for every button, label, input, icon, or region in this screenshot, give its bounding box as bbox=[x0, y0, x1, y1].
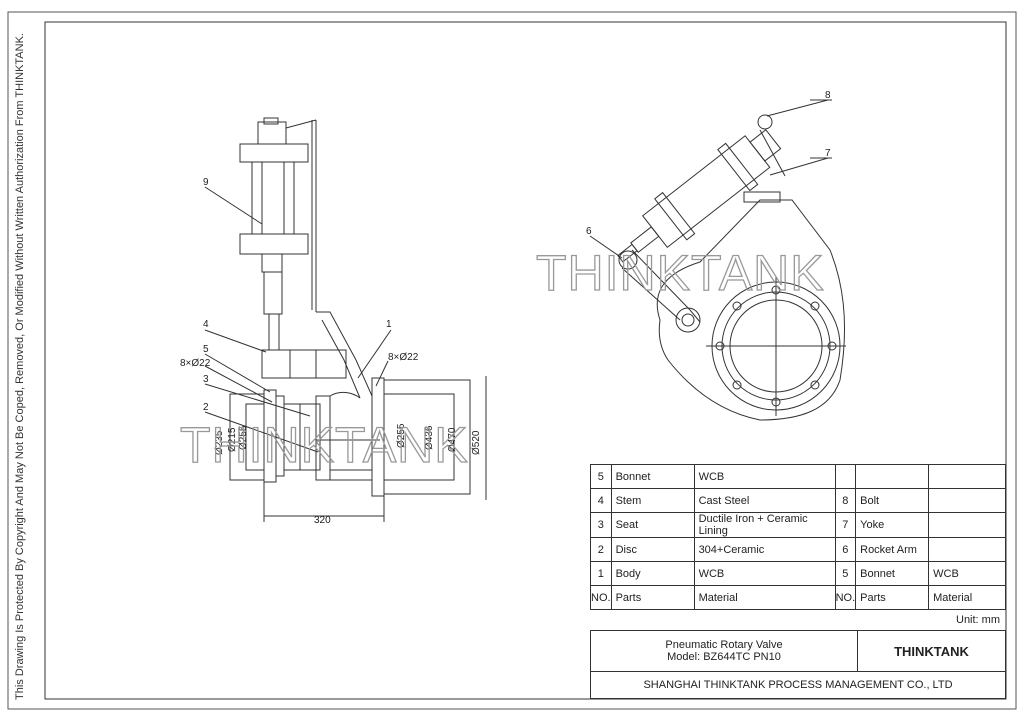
callout-2: 2 bbox=[203, 402, 209, 413]
bom-cell-material: Cast Steel bbox=[693, 488, 836, 513]
unit-label: Unit: mm bbox=[956, 614, 1000, 626]
title-brand-box: THINKTANK bbox=[857, 630, 1006, 672]
bom-cell-no: 5 bbox=[590, 464, 612, 489]
bom-cell-no2: 8 bbox=[834, 488, 857, 513]
bom-cell-material: Ductile Iron + Ceramic Lining bbox=[693, 512, 836, 538]
bom-cell-part: Seat bbox=[610, 512, 695, 538]
bom-cell-part: Stem bbox=[610, 488, 695, 513]
bom-cell-no2: NO. bbox=[834, 585, 857, 610]
dim-right-c: Ø470 bbox=[447, 427, 458, 452]
title-company-box: SHANGHAI THINKTANK PROCESS MANAGEMENT CO… bbox=[590, 671, 1006, 699]
callout-1: 1 bbox=[386, 319, 392, 330]
dim-right-a: Ø255 bbox=[396, 423, 407, 448]
watermark-right: THINKTANK bbox=[536, 245, 825, 301]
bom-cell-material2: Material bbox=[928, 585, 1006, 610]
callout-bolt-right: 8×Ø22 bbox=[388, 352, 419, 363]
bom-cell-no: 3 bbox=[590, 512, 612, 538]
dim-left-c: Ø255 bbox=[238, 425, 249, 450]
dim-left-b: Ø215 bbox=[227, 427, 238, 452]
bom-cell-part: Bonnet bbox=[610, 464, 695, 489]
bom-cell-part: Disc bbox=[610, 537, 695, 562]
inner-frame bbox=[44, 21, 1007, 700]
bom-cell-no2: 7 bbox=[834, 512, 857, 538]
copyright-side-note: This Drawing Is Protected By Copyright A… bbox=[14, 33, 26, 700]
bom-cell-part2: Bonnet bbox=[855, 561, 930, 586]
outer-frame bbox=[7, 11, 1017, 710]
callout-4: 4 bbox=[203, 319, 209, 330]
bom-cell-no2: 5 bbox=[834, 561, 857, 586]
callout-bolt-left: 8×Ø22 bbox=[180, 358, 211, 369]
bom-cell-material2 bbox=[928, 512, 1006, 538]
bom-cell-no: 1 bbox=[590, 561, 612, 586]
dim-right-d: Ø520 bbox=[471, 430, 482, 455]
title-product-box: Pneumatic Rotary Valve Model: BZ644TC PN… bbox=[590, 630, 858, 672]
callout-5: 5 bbox=[203, 344, 209, 355]
watermark-left: THINKTANK bbox=[180, 417, 469, 473]
bom-cell-material2: WCB bbox=[928, 561, 1006, 586]
bom-cell-no: NO. bbox=[590, 585, 612, 610]
bom-cell-part: Body bbox=[610, 561, 695, 586]
end-view bbox=[589, 99, 846, 421]
bom-cell-material: WCB bbox=[693, 464, 836, 489]
bom-cell-material: 304+Ceramic bbox=[693, 537, 836, 562]
bom-cell-part2: Yoke bbox=[855, 512, 930, 538]
dim-left-a: Ø235 bbox=[214, 430, 225, 455]
bom-cell-part2: Bolt bbox=[855, 488, 930, 513]
callout-3: 3 bbox=[203, 374, 209, 385]
bom-cell-part: Parts bbox=[610, 585, 695, 610]
bom-cell-no2 bbox=[834, 464, 857, 489]
product-name: Pneumatic Rotary Valve bbox=[665, 639, 783, 651]
bom-cell-material: WCB bbox=[693, 561, 836, 586]
bom-cell-material2 bbox=[928, 464, 1006, 489]
dim-right-b: Ø436 bbox=[424, 425, 435, 450]
bom-cell-material2 bbox=[928, 537, 1006, 562]
brand-name: THINKTANK bbox=[894, 643, 969, 659]
bom-cell-part2 bbox=[855, 464, 930, 489]
company-name: SHANGHAI THINKTANK PROCESS MANAGEMENT CO… bbox=[643, 679, 953, 691]
bom-cell-no: 2 bbox=[590, 537, 612, 562]
bom-cell-no: 4 bbox=[590, 488, 612, 513]
dim-width: 320 bbox=[314, 515, 331, 526]
bom-cell-no2: 6 bbox=[834, 537, 857, 562]
bom-cell-material2 bbox=[928, 488, 1006, 513]
product-model: Model: BZ644TC PN10 bbox=[667, 651, 781, 663]
callout-9: 9 bbox=[203, 177, 209, 188]
callout-6: 6 bbox=[586, 226, 592, 237]
bom-cell-part2: Parts bbox=[855, 585, 930, 610]
bom-cell-part2: Rocket Arm bbox=[855, 537, 930, 562]
side-section-view bbox=[204, 117, 487, 522]
callout-8: 8 bbox=[825, 90, 831, 101]
callout-7: 7 bbox=[825, 148, 831, 159]
bom-cell-material: Material bbox=[693, 585, 836, 610]
